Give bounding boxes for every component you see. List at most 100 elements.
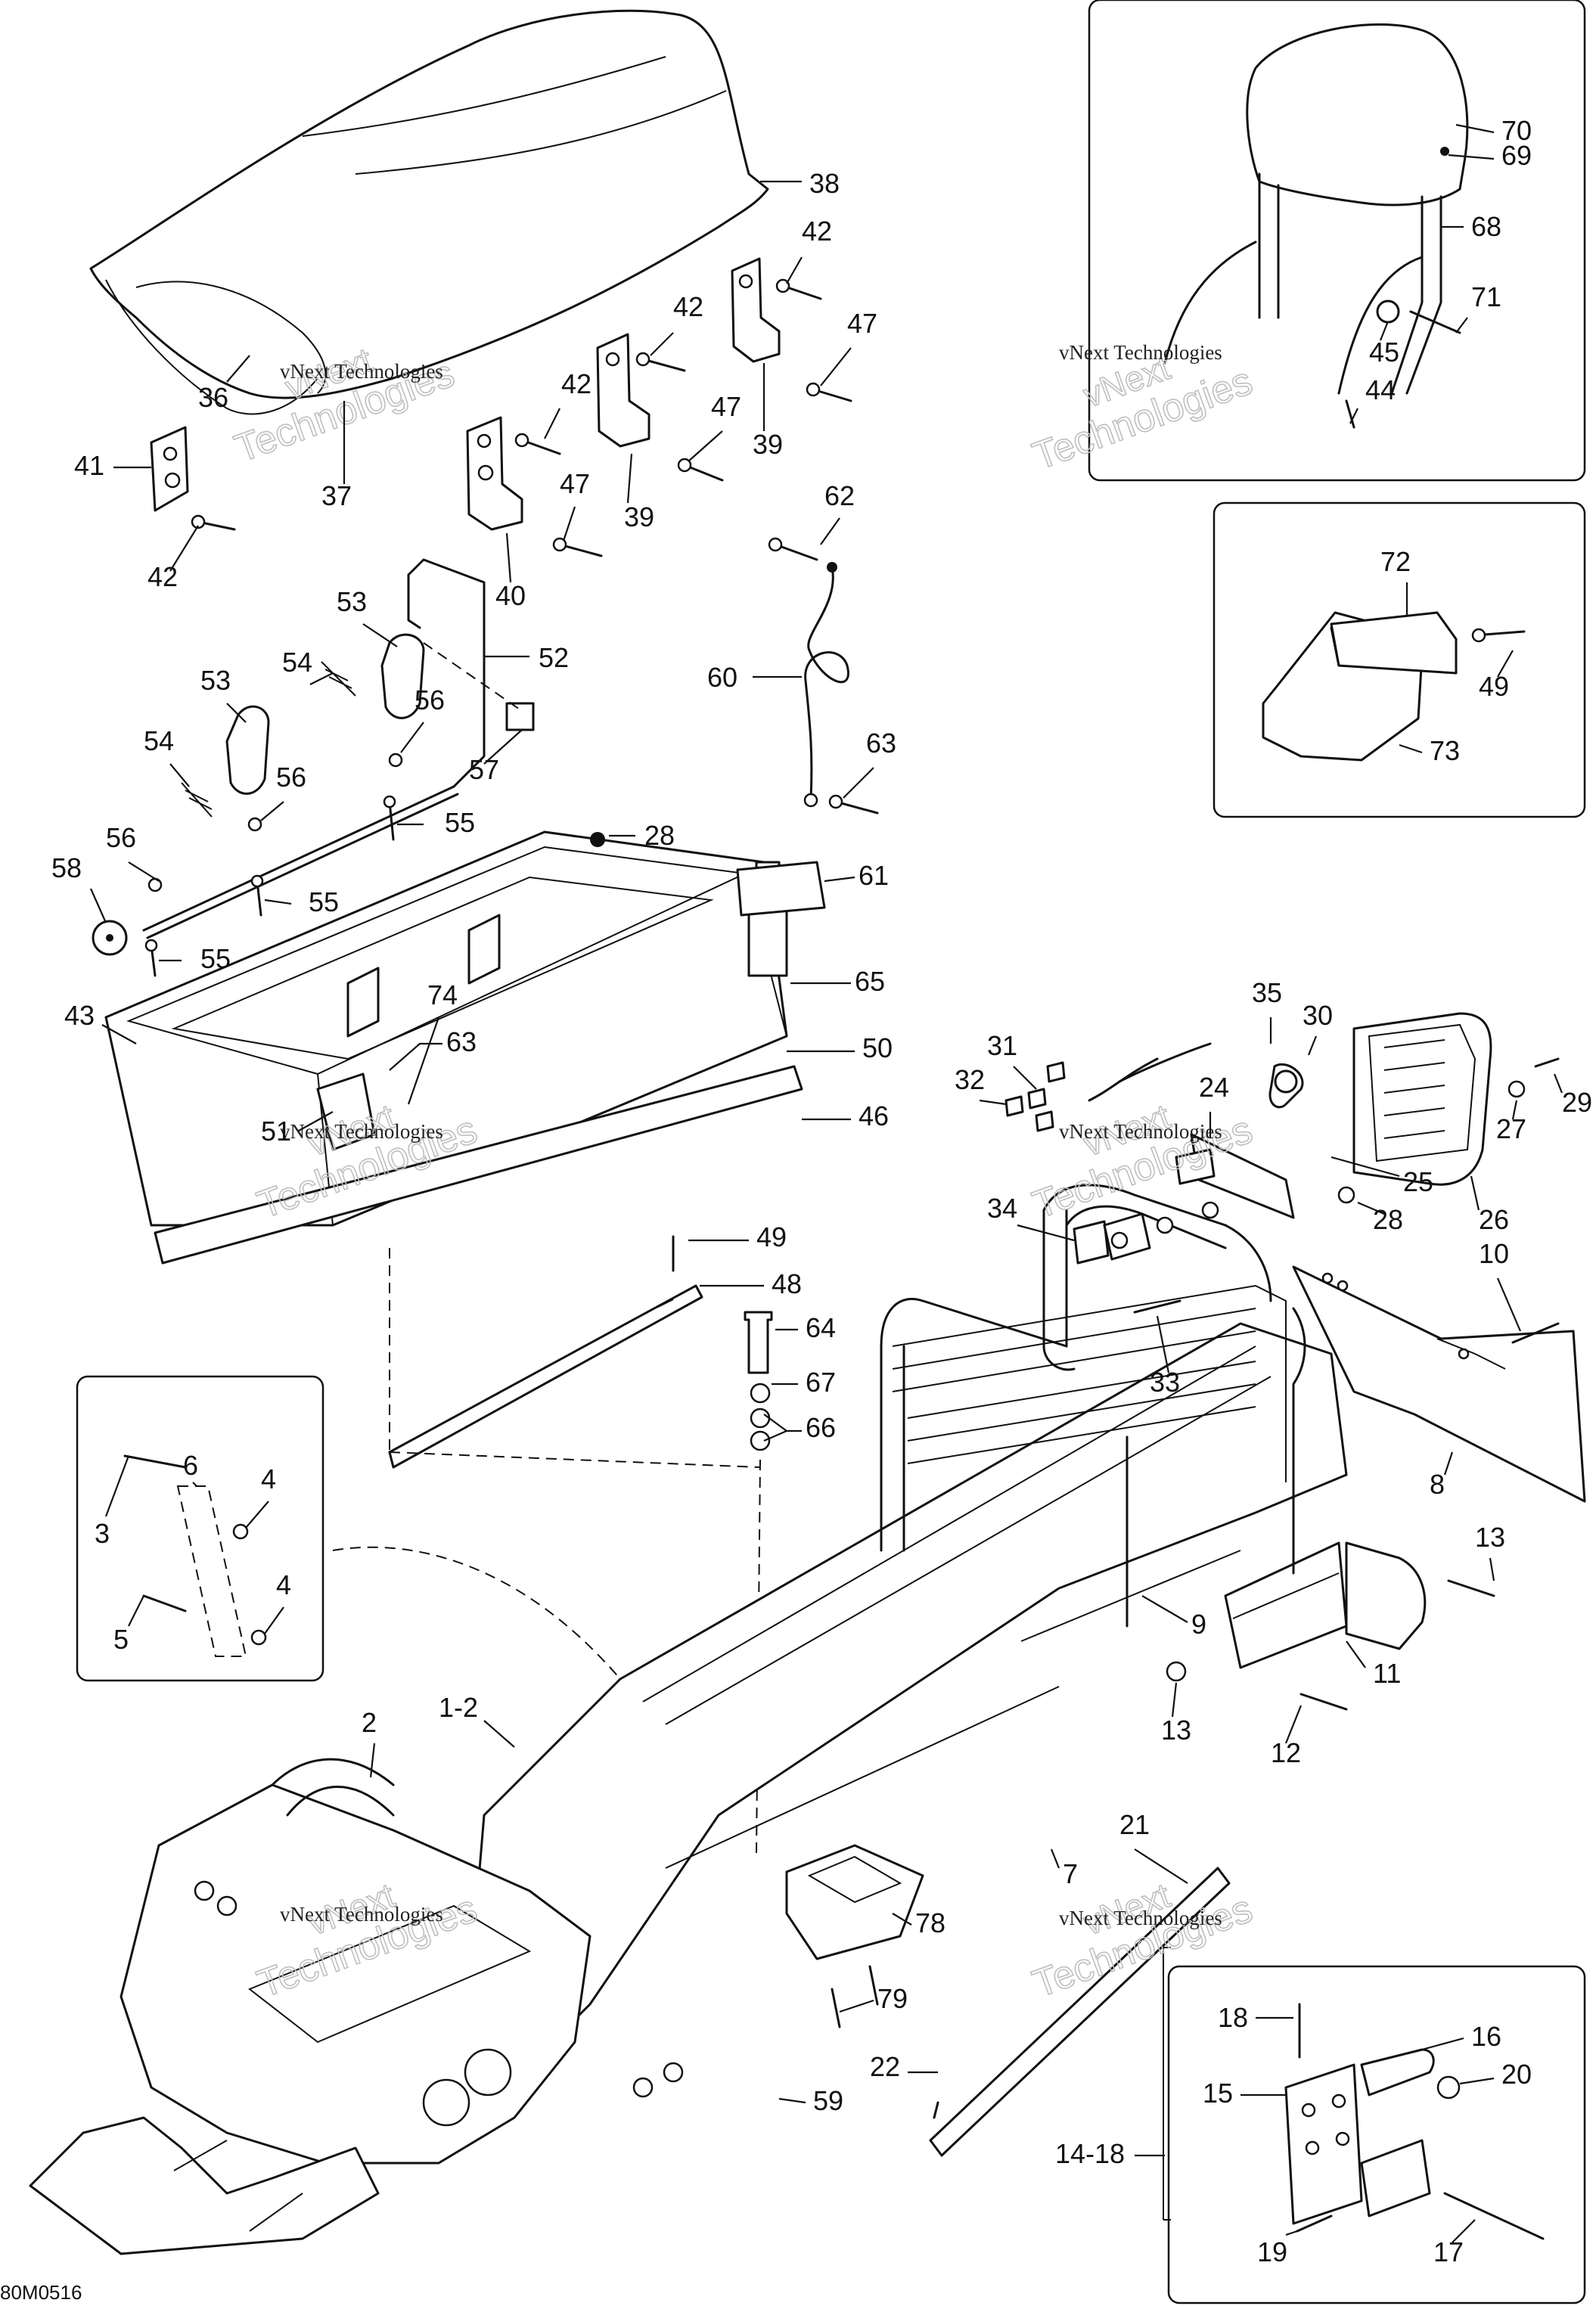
callout-label-49b: 49 bbox=[1479, 671, 1509, 702]
callout-leader-47a bbox=[562, 506, 576, 542]
callout-leader-25 bbox=[1331, 1156, 1400, 1178]
callout-leader-28b bbox=[1357, 1201, 1385, 1215]
cable-60 bbox=[803, 562, 849, 808]
callout-leader-44 bbox=[1349, 408, 1358, 424]
callout-label-30: 30 bbox=[1303, 1000, 1333, 1031]
callout-leader-73 bbox=[1399, 743, 1423, 754]
callout-label-13b: 13 bbox=[1161, 1715, 1191, 1746]
callout-leader-5 bbox=[128, 1595, 144, 1627]
seat-bracket-39-a bbox=[596, 333, 651, 448]
callout-leader-31 bbox=[1013, 1066, 1037, 1090]
callout-label-20: 20 bbox=[1501, 2059, 1532, 2090]
callout-leader-13a bbox=[1489, 1557, 1495, 1581]
callout-leader-36 bbox=[226, 355, 250, 383]
callout-label-48: 48 bbox=[772, 1268, 802, 1299]
callout-leader-55b bbox=[264, 899, 292, 905]
callout-leader-16 bbox=[1421, 2037, 1464, 2051]
callout-label-53a: 53 bbox=[337, 586, 367, 617]
callout-leader-56c bbox=[128, 861, 160, 882]
mudflap-8 bbox=[1292, 1265, 1586, 1503]
callout-label-19: 19 bbox=[1257, 2236, 1287, 2267]
callout-label-34: 34 bbox=[987, 1193, 1017, 1224]
callout-label-57: 57 bbox=[469, 754, 499, 785]
callout-leader-59 bbox=[778, 2097, 806, 2104]
callout-label-2: 2 bbox=[362, 1707, 377, 1738]
callout-label-9: 9 bbox=[1191, 1609, 1206, 1640]
callout-label-42b: 42 bbox=[561, 368, 592, 399]
callout-leader-21 bbox=[1134, 1848, 1188, 1884]
callout-leader-33 bbox=[1156, 1315, 1170, 1373]
drawing-code: 80M0516 bbox=[0, 2281, 82, 2304]
callout-label-42d: 42 bbox=[802, 216, 832, 247]
callout-label-58: 58 bbox=[51, 852, 82, 883]
callout-leader-29 bbox=[1553, 1073, 1563, 1094]
callout-label-28a: 28 bbox=[644, 820, 675, 851]
callout-label-3: 3 bbox=[95, 1518, 110, 1549]
callout-label-8: 8 bbox=[1430, 1469, 1445, 1500]
callout-leader-54b bbox=[169, 763, 190, 787]
callout-label-4b: 4 bbox=[276, 1569, 291, 1600]
watermark-small: vNext Technologies bbox=[280, 1120, 443, 1143]
callout-label-62: 62 bbox=[824, 480, 855, 511]
callout-label-42c: 42 bbox=[673, 291, 703, 322]
callout-label-29: 29 bbox=[1562, 1087, 1592, 1118]
callout-label-52: 52 bbox=[539, 642, 569, 673]
callout-leader-11 bbox=[1346, 1640, 1366, 1668]
callout-leader-71 bbox=[1455, 317, 1468, 334]
callout-label-56a: 56 bbox=[415, 684, 445, 715]
callout-label-26: 26 bbox=[1479, 1204, 1509, 1235]
watermark-small: vNext Technologies bbox=[1059, 1120, 1222, 1143]
callout-label-59: 59 bbox=[813, 2085, 843, 2116]
callout-leader-17 bbox=[1452, 2219, 1476, 2243]
callout-label-13a: 13 bbox=[1475, 1522, 1505, 1553]
callout-leader-42a bbox=[169, 525, 199, 572]
callout-label-42a: 42 bbox=[147, 561, 178, 592]
callout-label-60: 60 bbox=[707, 662, 737, 693]
strap-48 bbox=[388, 1284, 703, 1469]
callout-leader-63b bbox=[389, 1042, 442, 1071]
callout-label-6: 6 bbox=[183, 1450, 198, 1481]
callout-label-14-18: 14-18 bbox=[1055, 2138, 1125, 2169]
callout-leader-56b bbox=[260, 801, 284, 821]
callout-label-47c: 47 bbox=[847, 308, 877, 339]
callout-leader-42d bbox=[786, 256, 803, 284]
callout-label-10: 10 bbox=[1479, 1238, 1509, 1269]
callout-label-55c: 55 bbox=[200, 943, 231, 974]
callout-label-39a: 39 bbox=[624, 501, 654, 532]
taillight-assembly bbox=[1004, 1012, 1560, 1314]
hitch-kit-box bbox=[1167, 1965, 1586, 2304]
callout-leader-8 bbox=[1443, 1451, 1454, 1476]
callout-label-67: 67 bbox=[806, 1367, 836, 1398]
callout-leader-39a bbox=[626, 453, 633, 504]
callout-leader-42b bbox=[544, 408, 560, 439]
callout-label-16: 16 bbox=[1471, 2021, 1501, 2052]
hitch-kit-bracket bbox=[1163, 1947, 1171, 2221]
callout-leader-62 bbox=[820, 517, 840, 545]
rivets bbox=[191, 278, 879, 815]
callout-label-51: 51 bbox=[261, 1116, 291, 1147]
callout-label-78: 78 bbox=[915, 1907, 945, 1938]
callout-label-50: 50 bbox=[862, 1032, 893, 1063]
callout-label-64: 64 bbox=[806, 1312, 836, 1343]
callout-label-63a: 63 bbox=[866, 728, 896, 759]
callout-label-40: 40 bbox=[495, 580, 526, 611]
callout-label-28b: 28 bbox=[1373, 1204, 1403, 1235]
callout-leader-74 bbox=[407, 1016, 440, 1105]
inset-parts bbox=[123, 1454, 267, 1657]
callout-label-1-2: 1-2 bbox=[439, 1692, 478, 1723]
callout-label-54a: 54 bbox=[282, 647, 312, 678]
callout-leader-34 bbox=[1017, 1224, 1075, 1242]
watermark-small: vNext Technologies bbox=[280, 1903, 443, 1926]
seat-bracket-39-b bbox=[731, 257, 781, 363]
callout-label-41: 41 bbox=[74, 450, 104, 481]
callout-label-49a: 49 bbox=[756, 1221, 787, 1252]
front-frame bbox=[29, 1758, 684, 2255]
callout-leader-42c bbox=[650, 332, 674, 356]
callout-leader-58 bbox=[89, 888, 107, 923]
callout-leader-43 bbox=[101, 1024, 137, 1044]
callout-label-73: 73 bbox=[1430, 735, 1460, 766]
callout-label-47a: 47 bbox=[560, 468, 590, 499]
backrest bbox=[1163, 23, 1469, 429]
callout-layer: 3836374142424242474747393940626063535352… bbox=[51, 115, 1592, 2267]
tunnel bbox=[332, 1184, 1348, 2044]
